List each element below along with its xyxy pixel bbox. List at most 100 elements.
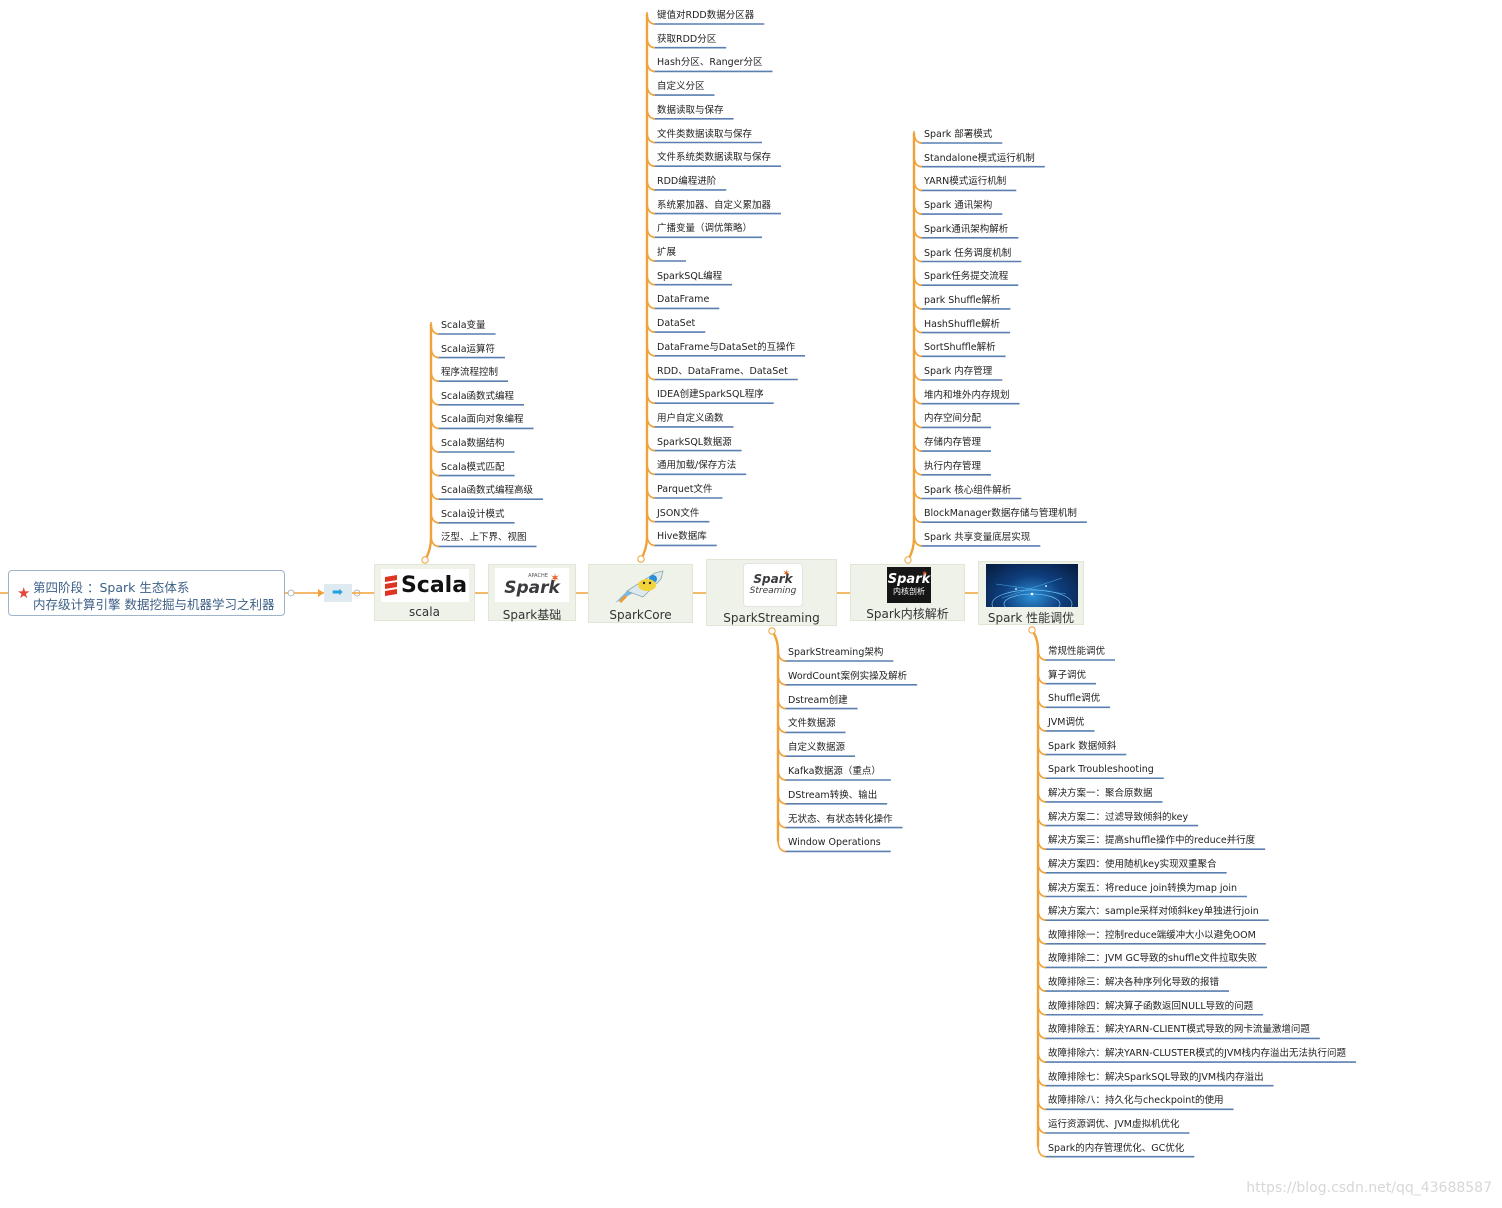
branch-line — [771, 630, 780, 842]
leaf-topic[interactable]: 故障排除八：持久化与checkpoint的使用 — [1048, 1095, 1224, 1107]
node-spark-streaming[interactable]: Spark Streaming ✶ SparkStreaming — [706, 559, 837, 626]
branch-line — [1031, 629, 1040, 1147]
leaf-topic[interactable]: Scala面向对象编程 — [441, 414, 524, 426]
leaf-topic[interactable]: 泛型、上下界、视图 — [441, 532, 527, 544]
leaf-topic[interactable]: DataFrame与DataSet的互操作 — [657, 341, 796, 353]
leaf-topic[interactable]: 自定义数据源 — [788, 742, 846, 754]
leaf-topic[interactable]: 键值对RDD数据分区器 — [657, 10, 755, 21]
leaf-topic[interactable]: DataSet — [657, 318, 696, 330]
leaf-topic[interactable]: SparkStreaming架构 — [788, 647, 884, 658]
leaf-topic[interactable]: Standalone模式运行机制 — [924, 152, 1035, 164]
leaf-topic[interactable]: 故障排除三：解决各种序列化导致的报错 — [1048, 977, 1220, 989]
node-scala[interactable]: Scala scala — [374, 564, 475, 621]
leaf-topic[interactable]: 运行资源调优、JVM虚拟机优化 — [1048, 1119, 1180, 1130]
leaf-topic[interactable]: 存储内存管理 — [924, 437, 982, 449]
leaf-topic[interactable]: Spark 核心组件解析 — [924, 484, 1012, 496]
leaf-topic[interactable]: DStream转换、输出 — [788, 789, 878, 801]
spark-internals-logo: Spark 内核剖析 ✶ — [887, 567, 931, 603]
leaf-topic[interactable]: 系统累加器、自定义累加器 — [657, 199, 772, 211]
leaf-topic[interactable]: Scala函数式编程高级 — [441, 485, 534, 497]
leaf-topic[interactable]: RDD、DataFrame、DataSet — [657, 365, 788, 377]
leaf-topic[interactable]: 解决方案二：过滤导致倾斜的key — [1048, 811, 1189, 823]
leaf-topic[interactable]: 文件类数据读取与保存 — [657, 128, 753, 140]
connector-arrow-box[interactable]: ➡ — [324, 584, 352, 602]
leaf-topic[interactable]: 获取RDD分区 — [657, 33, 717, 45]
leaf-topic[interactable]: Scala模式匹配 — [441, 461, 505, 473]
leaf-topic[interactable]: 文件系统类数据读取与保存 — [657, 152, 772, 164]
leaf-connector — [913, 130, 923, 144]
leaf-topic[interactable]: 故障排除二：JVM GC导致的shuffle文件拉取失败 — [1048, 953, 1258, 965]
leaf-topic[interactable]: YARN模式运行机制 — [924, 176, 1007, 188]
leaf-topic[interactable]: Scala数据结构 — [441, 438, 505, 449]
node-spark-core[interactable]: SparkCore — [588, 564, 693, 623]
leaf-topic[interactable]: SparkSQL编程 — [657, 270, 723, 282]
leaf-topic[interactable]: 文件数据源 — [788, 718, 836, 730]
leaf-topic[interactable]: 故障排除一：控制reduce端缓冲大小以避免OOM — [1048, 929, 1256, 941]
leaf-topic[interactable]: 程序流程控制 — [441, 367, 499, 379]
leaf-topic[interactable]: Kafka数据源（重点） — [788, 766, 881, 777]
leaf-topic[interactable]: 通用加载/保存方法 — [657, 460, 737, 472]
leaf-topic[interactable]: 常规性能调优 — [1048, 646, 1106, 657]
leaf-topic[interactable]: Scala设计模式 — [441, 508, 505, 520]
leaf-topic[interactable]: 故障排除六：解决YARN-CLUSTER模式的JVM栈内存溢出无法执行问题 — [1048, 1048, 1347, 1060]
scala-logo: Scala — [381, 569, 469, 602]
leaf-topic[interactable]: Parquet文件 — [657, 484, 713, 495]
leaf-topic[interactable]: Spark 通讯架构 — [924, 200, 993, 212]
leaf-topic[interactable]: 数据读取与保存 — [657, 104, 724, 116]
leaf-topic[interactable]: Dstream创建 — [788, 694, 848, 706]
leaf-topic[interactable]: Spark 部署模式 — [924, 129, 993, 140]
node-spark-tuning[interactable]: Spark 性能调优 — [978, 561, 1084, 625]
leaf-topic[interactable]: IDEA创建SparkSQL程序 — [657, 389, 764, 401]
node-spark-basics[interactable]: APACHE Spark ✶ Spark基础 — [488, 564, 576, 622]
leaf-topic[interactable]: Window Operations — [788, 837, 881, 849]
leaf-topic[interactable]: 用户自定义函数 — [657, 412, 724, 424]
leaf-topic[interactable]: Spark Troubleshooting — [1048, 764, 1154, 776]
leaf-topic[interactable]: 解决方案一：聚合原数据 — [1048, 787, 1153, 799]
leaf-topic[interactable]: WordCount案例实操及解析 — [788, 670, 908, 682]
leaf-topic[interactable]: Scala运算符 — [441, 343, 496, 355]
leaf-topic[interactable]: 算子调优 — [1048, 669, 1087, 681]
leaf-topic[interactable]: 故障排除四：解决算子函数返回NULL导致的问题 — [1048, 1000, 1254, 1012]
leaf-topic[interactable]: Spark 任务调度机制 — [924, 247, 1012, 259]
branch-line — [906, 133, 916, 561]
leaf-topic[interactable]: Scala函数式编程 — [441, 390, 515, 402]
leaf-topic[interactable]: Spark 内存管理 — [924, 366, 993, 377]
arrow-right-icon: ➡ — [332, 585, 343, 600]
leaf-topic[interactable]: SparkSQL数据源 — [657, 436, 732, 448]
leaf-topic[interactable]: Hash分区、Ranger分区 — [657, 57, 763, 69]
leaf-topic[interactable]: 广播变量（调优策略） — [657, 223, 753, 235]
leaf-topic[interactable]: JSON文件 — [657, 507, 700, 519]
leaf-topic[interactable]: 自定义分区 — [657, 81, 705, 93]
leaf-topic[interactable]: HashShuffle解析 — [924, 318, 1001, 330]
leaf-connector — [430, 321, 440, 335]
leaf-topic[interactable]: BlockManager数据存储与管理机制 — [924, 508, 1077, 520]
leaf-topic[interactable]: RDD编程进阶 — [657, 175, 717, 187]
leaf-topic[interactable]: park Shuffle解析 — [924, 294, 1001, 306]
node-spark-internals[interactable]: Spark 内核剖析 ✶ Spark内核解析 — [850, 564, 965, 621]
leaf-topic[interactable]: Spark任务提交流程 — [924, 271, 1009, 283]
leaf-topic[interactable]: DataFrame — [657, 294, 710, 306]
leaf-topic[interactable]: Scala变量 — [441, 320, 486, 331]
leaf-topic[interactable]: Spark 数据倾斜 — [1048, 740, 1117, 752]
leaf-topic[interactable]: 解决方案三：提高shuffle操作中的reduce并行度 — [1048, 835, 1256, 847]
leaf-topic[interactable]: 内存空间分配 — [924, 413, 982, 425]
root-topic[interactable]: ★ 第四阶段 ：Spark 生态体系 内存级计算引擎 数据挖掘与机器学习之利器 — [8, 570, 285, 616]
leaf-topic[interactable]: 扩展 — [657, 247, 677, 258]
leaf-topic[interactable]: 解决方案六：sample采样对倾斜key单独进行join — [1048, 906, 1259, 918]
leaf-topic[interactable]: 故障排除五：解决YARN-CLIENT模式导致的网卡流量激增问题 — [1048, 1024, 1310, 1036]
leaf-topic[interactable]: Shuffle调优 — [1048, 693, 1101, 705]
leaf-topic[interactable]: 无状态、有状态转化操作 — [788, 813, 893, 825]
leaf-topic[interactable]: 解决方案五：将reduce join转换为map join — [1048, 882, 1238, 894]
star-icon: ★ — [17, 584, 31, 602]
leaf-topic[interactable]: SortShuffle解析 — [924, 342, 996, 354]
leaf-topic[interactable]: 解决方案四：使用随机key实现双重聚合 — [1048, 858, 1217, 870]
leaf-topic[interactable]: JVM调优 — [1048, 716, 1085, 728]
leaf-topic[interactable]: Spark通讯架构解析 — [924, 223, 1009, 235]
node-caption: scala — [409, 605, 440, 619]
leaf-topic[interactable]: 故障排除七：解决SparkSQL导致的JVM栈内存溢出 — [1048, 1071, 1264, 1083]
leaf-topic[interactable]: Hive数据库 — [657, 531, 707, 543]
leaf-topic[interactable]: 执行内存管理 — [924, 460, 982, 472]
leaf-topic[interactable]: 堆内和堆外内存规划 — [924, 389, 1010, 401]
leaf-topic[interactable]: Spark的内存管理优化、GC优化 — [1048, 1142, 1185, 1154]
leaf-topic[interactable]: Spark 共享变量底层实现 — [924, 531, 1031, 543]
